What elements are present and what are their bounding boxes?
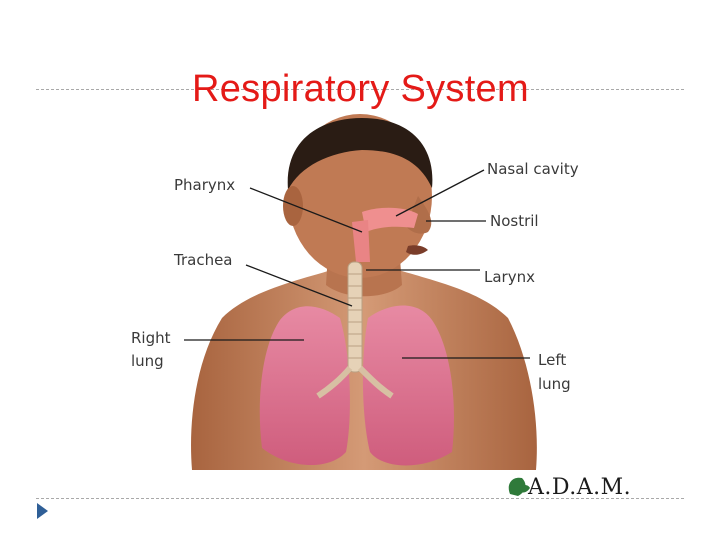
adam-logo-text: A.D.A.M. xyxy=(527,475,631,500)
label-nostril: Nostril xyxy=(490,212,539,230)
adam-logo: A.D.A.M. xyxy=(508,475,631,500)
ear-shape xyxy=(283,186,303,226)
nasal-cavity-shape xyxy=(362,207,418,232)
slide-title: Respiratory System xyxy=(192,68,529,110)
label-trachea: Trachea xyxy=(173,251,233,269)
trachea-shape xyxy=(316,261,394,399)
hair-shape xyxy=(287,118,433,190)
label-pharynx: Pharynx xyxy=(174,176,235,194)
footer-divider-line xyxy=(36,498,684,499)
pharynx-leader xyxy=(249,187,363,233)
adam-leaf-icon xyxy=(508,477,530,496)
label-right-lung-line2: lung xyxy=(131,352,164,370)
lips-shape xyxy=(406,245,428,255)
label-nasal-cavity: Nasal cavity xyxy=(487,160,579,178)
label-larynx: Larynx xyxy=(484,268,535,286)
label-left-lung-line1: Left xyxy=(538,351,566,369)
title-divider-line xyxy=(36,89,684,90)
label-right-lung-line1: Right xyxy=(131,329,171,347)
label-left-lung-line2: lung xyxy=(538,375,571,393)
trachea-leader xyxy=(245,264,353,307)
nasal-cavity-leader xyxy=(395,169,485,217)
right-lung-shape xyxy=(259,306,350,466)
triangle-right-icon[interactable] xyxy=(37,503,48,519)
left-lung-shape xyxy=(362,305,454,466)
